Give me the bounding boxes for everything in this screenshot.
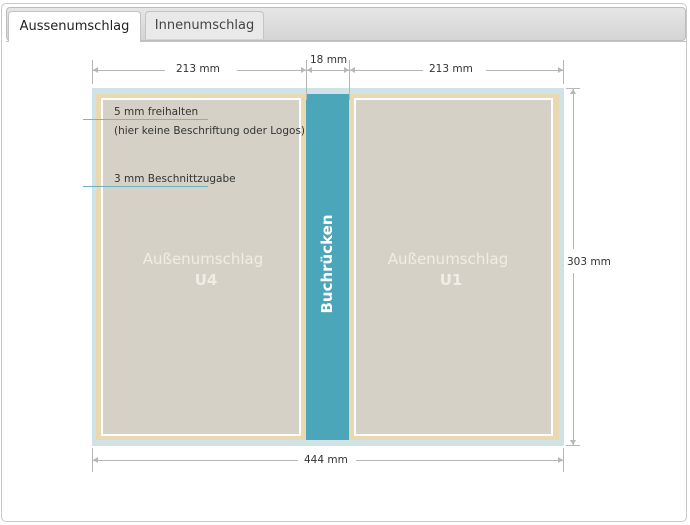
spine-label: Buchrücken <box>318 214 336 314</box>
tab-innenumschlag[interactable]: Innenumschlag <box>145 11 264 39</box>
dim-line-right <box>350 70 423 71</box>
dim-left-label: 213 mm <box>176 63 220 75</box>
front-cover-title: Außenumschlag <box>387 250 509 268</box>
dim-total-label: 444 mm <box>304 454 348 466</box>
dim-height-label: 303 mm <box>567 256 611 268</box>
spine <box>306 94 349 440</box>
dim-right-label: 213 mm <box>429 63 473 75</box>
back-cover-title: Außenumschlag <box>142 250 264 268</box>
back-cover-code: U4 <box>194 271 218 289</box>
note-safe-line2: (hier keine Beschriftung oder Logos) <box>114 125 306 137</box>
tab-bar-divider <box>6 41 686 42</box>
dim-line-height <box>573 89 574 249</box>
note-safe-line1: 5 mm freihalten <box>114 106 199 118</box>
dim-spine-label: 18 mm <box>310 54 348 66</box>
safe-zone-leader <box>83 119 208 120</box>
bleed-leader <box>83 186 208 187</box>
dim-line-left <box>93 70 165 71</box>
front-cover-panel <box>354 98 553 436</box>
front-cover-code: U1 <box>439 271 463 289</box>
dim-line-spine <box>307 70 349 71</box>
back-cover-panel <box>101 98 301 436</box>
tab-aussenumschlag[interactable]: Aussenumschlag <box>8 11 141 41</box>
note-bleed: 3 mm Beschnittzugabe <box>114 173 236 185</box>
dim-line-total <box>93 460 298 461</box>
